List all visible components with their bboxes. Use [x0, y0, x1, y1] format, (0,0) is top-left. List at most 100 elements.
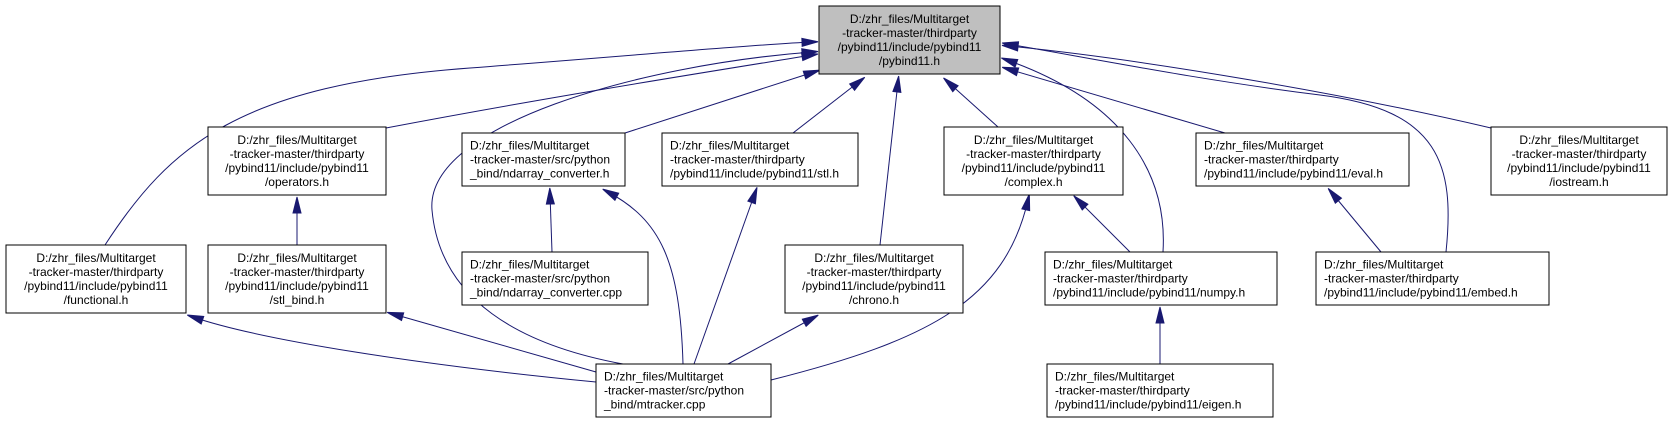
edge-chrono_h-to-pybind11_h [879, 75, 902, 246]
node-embed-h[interactable]: D:/zhr_files/Multitarget-tracker-master/… [1315, 251, 1550, 306]
edge-line [879, 81, 899, 246]
node-label-line: -tracker-master/src/python [470, 153, 610, 167]
node-ndarray-converter-h[interactable]: D:/zhr_files/Multitarget-tracker-master/… [461, 132, 626, 187]
edge-line [947, 81, 999, 128]
edge-line [1077, 199, 1131, 253]
node-label-line: -tracker-master/thirdparty [29, 265, 164, 279]
node-label-line: /pybind11/include/pybind11/embed.h [1324, 286, 1518, 300]
node-label-line: /pybind11/include/pybind11 [838, 40, 982, 54]
node-functional-h[interactable]: D:/zhr_files/Multitarget-tracker-master/… [5, 244, 187, 314]
node-box[interactable] [818, 5, 1001, 75]
edge-functional_h-to-pybind11_h [104, 37, 819, 246]
edge-arrowhead [1001, 42, 1019, 52]
node-label-line: -tracker-master/thirdparty [1055, 384, 1190, 398]
node-label-line: -tracker-master/thirdparty [1053, 272, 1188, 286]
edge-line [1006, 59, 1164, 253]
node-label-line: /pybind11/include/pybind11 [1507, 161, 1651, 175]
node-label-line: /complex.h [1004, 175, 1062, 189]
node-mtracker-cpp[interactable]: D:/zhr_files/Multitarget-tracker-master/… [595, 363, 772, 418]
edge-arrowhead [187, 314, 205, 325]
node-box[interactable] [207, 244, 387, 314]
node-label-line: D:/zhr_files/Multitarget [1324, 258, 1444, 272]
edge-stl_h-to-pybind11_h [792, 76, 866, 134]
node-label-line: -tracker-master/src/python [470, 272, 610, 286]
node-label-line: /iostream.h [1549, 175, 1608, 189]
edge-arrowhead [892, 75, 902, 93]
edge-mtracker_cpp-to-chrono_h [727, 314, 819, 365]
node-box[interactable] [784, 244, 964, 314]
edge-arrowhead [292, 196, 302, 214]
node-label-line: D:/zhr_files/Multitarget [237, 251, 357, 265]
node-label-line: D:/zhr_files/Multitarget [850, 12, 970, 26]
edge-ndarray_converter_cpp-to-ndarray_converter_h [545, 187, 555, 253]
node-chrono-h[interactable]: D:/zhr_files/Multitarget-tracker-master/… [784, 244, 964, 314]
edge-numpy_h-to-complex_h [1073, 195, 1131, 253]
node-label-line: D:/zhr_files/Multitarget [974, 133, 1094, 147]
node-complex-h[interactable]: D:/zhr_files/Multitarget-tracker-master/… [943, 126, 1124, 196]
edge-line [1007, 68, 1226, 134]
edge-mtracker_cpp-to-ndarray_converter_h [602, 188, 684, 365]
node-box[interactable] [943, 126, 1124, 196]
edge-mtracker_cpp-to-stl_h [693, 187, 758, 365]
node-pybind11-h[interactable]: D:/zhr_files/Multitarget-tracker-master/… [818, 5, 1001, 75]
edge-line [192, 316, 597, 383]
edge-line [104, 41, 813, 246]
node-label-line: /pybind11/include/pybind11 [225, 279, 369, 293]
edge-line [431, 51, 813, 365]
node-label-line: -tracker-master/thirdparty [1512, 147, 1647, 161]
node-label-line: _bind/ndarray_converter.h [469, 167, 609, 181]
node-label-line: /pybind11/include/pybind11/eval.h [1204, 167, 1383, 181]
node-label-line: /pybind11/include/pybind11 [225, 161, 369, 175]
edge-ndarray_converter_h-to-pybind11_h [624, 69, 820, 134]
edge-operators_h-to-pybind11_h [385, 52, 819, 129]
node-stl-bind-h[interactable]: D:/zhr_files/Multitarget-tracker-master/… [207, 244, 387, 314]
node-label-line: -tracker-master/thirdparty [670, 153, 805, 167]
node-eval-h[interactable]: D:/zhr_files/Multitarget-tracker-master/… [1195, 132, 1410, 187]
node-box[interactable] [1195, 132, 1410, 187]
edge-arrowhead [747, 187, 758, 205]
node-stl-h[interactable]: D:/zhr_files/Multitarget-tracker-master/… [661, 132, 859, 187]
node-label-line: _bind/mtracker.cpp [603, 398, 706, 412]
node-label-line: -tracker-master/thirdparty [966, 147, 1101, 161]
edge-line [624, 71, 815, 134]
edge-numpy_h-to-pybind11_h [1001, 57, 1164, 253]
node-ndarray-converter-cpp[interactable]: D:/zhr_files/Multitarget-tracker-master/… [461, 251, 649, 306]
node-box[interactable] [1490, 126, 1668, 196]
node-box[interactable] [1046, 363, 1274, 418]
edge-arrowhead [801, 37, 819, 48]
edge-arrowhead [848, 76, 866, 92]
nodes-layer: D:/zhr_files/Multitarget-tracker-master/… [5, 5, 1668, 418]
node-eigen-h[interactable]: D:/zhr_files/Multitarget-tracker-master/… [1046, 363, 1274, 418]
node-box[interactable] [5, 244, 187, 314]
node-label-line: /pybind11/include/pybind11/eigen.h [1055, 398, 1241, 412]
node-box[interactable] [461, 251, 649, 306]
node-box[interactable] [595, 363, 772, 418]
node-label-line: -tracker-master/thirdparty [1204, 153, 1339, 167]
edge-arrowhead [1327, 187, 1343, 205]
node-box[interactable] [461, 132, 626, 187]
edge-arrowhead [1073, 195, 1089, 211]
node-box[interactable] [207, 126, 387, 196]
node-label-line: D:/zhr_files/Multitarget [237, 133, 357, 147]
node-numpy-h[interactable]: D:/zhr_files/Multitarget-tracker-master/… [1044, 251, 1278, 306]
node-box[interactable] [661, 132, 859, 187]
edge-line [392, 313, 597, 373]
node-label-line: D:/zhr_files/Multitarget [470, 139, 590, 153]
node-box[interactable] [1315, 251, 1550, 306]
edges-layer [104, 37, 1492, 383]
edge-line [1007, 43, 1449, 253]
edge-line [385, 54, 813, 129]
node-label-line: D:/zhr_files/Multitarget [670, 139, 790, 153]
node-label-line: /pybind11/include/pybind11 [962, 161, 1106, 175]
node-label-line: D:/zhr_files/Multitarget [1204, 139, 1324, 153]
edge-eigen_h-to-numpy_h [1155, 306, 1165, 364]
edge-line [1007, 45, 1492, 129]
node-iostream-h[interactable]: D:/zhr_files/Multitarget-tracker-master/… [1490, 126, 1668, 196]
node-label-line: -tracker-master/thirdparty [1324, 272, 1459, 286]
node-label-line: -tracker-master/thirdparty [230, 147, 365, 161]
node-operators-h[interactable]: D:/zhr_files/Multitarget-tracker-master/… [207, 126, 387, 196]
node-box[interactable] [1044, 251, 1278, 306]
edge-arrowhead [1021, 193, 1031, 212]
edge-mtracker_cpp-to-pybind11_h [431, 48, 819, 365]
